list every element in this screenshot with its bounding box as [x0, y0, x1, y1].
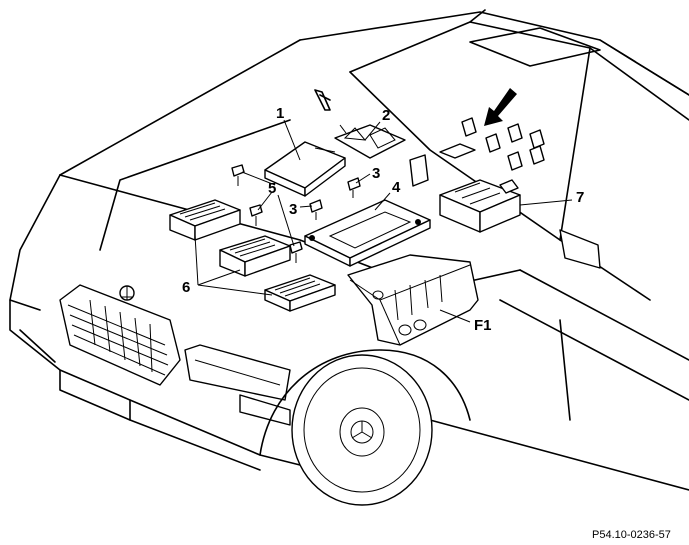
callout-6: 6: [182, 279, 190, 296]
leader-lines: [194, 119, 573, 323]
loose-relays: [409, 117, 545, 187]
location-arrow-icon: [484, 88, 517, 126]
hood-star-emblem-icon: [119, 285, 135, 301]
callout-7: 7: [576, 189, 584, 206]
reference-code: P54.10-0236-57: [592, 529, 671, 541]
component-4-mounting-plate: [304, 199, 431, 267]
component-7-relay-carrier: [439, 179, 521, 233]
component-f1-fuse-box: [347, 254, 479, 346]
callout-2: 2: [382, 107, 390, 124]
component-3-screws: [309, 177, 361, 220]
callout-5: 5: [268, 180, 276, 197]
callout-3b: 3: [289, 201, 297, 218]
callout-3a: 3: [372, 165, 380, 182]
component-5-screws: [231, 164, 303, 263]
wheel-star-emblem-icon: [350, 420, 374, 444]
component-6-connector-blocks: [169, 199, 336, 312]
callout-f1: F1: [474, 317, 492, 334]
callout-4: 4: [392, 179, 401, 196]
component-2-relay: [334, 124, 406, 159]
callout-1: 1: [276, 105, 284, 122]
front-wheel: [291, 354, 433, 506]
component-1-control-unit: [264, 141, 346, 197]
car-front: [9, 284, 471, 471]
